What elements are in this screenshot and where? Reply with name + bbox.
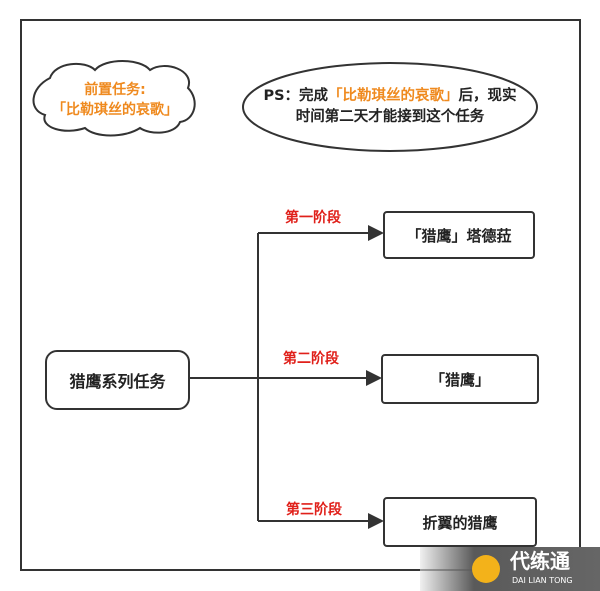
note-line2: 时间第二天才能接到这个任务 — [295, 109, 485, 125]
prereq-line2: 「比勒琪丝的哀歌」 — [52, 102, 178, 118]
stage-label-1: 第一阶段 — [285, 210, 341, 226]
watermark-sub: DAI LIAN TONG — [512, 576, 573, 585]
watermark: 代练通 DAI LIAN TONG — [420, 547, 600, 591]
prereq-line1: 前置任务: — [84, 82, 146, 98]
note-highlight: 「比勒琪丝的哀歌」 — [328, 88, 459, 104]
task-node-1: 「猎鹰」塔德菈 — [383, 211, 535, 259]
task-node-3: 折翼的猎鹰 — [383, 497, 537, 547]
note-suffix: 后，现实 — [458, 88, 517, 104]
task-node-2: 「猎鹰」 — [381, 354, 539, 404]
note-text: PS：完成「比勒琪丝的哀歌」后，现实 时间第二天才能接到这个任务 — [245, 86, 535, 128]
watermark-name: 代练通 — [510, 549, 570, 573]
note-ellipse — [242, 62, 538, 152]
stage-label-3: 第三阶段 — [286, 502, 342, 518]
note-prefix: PS：完成 — [263, 88, 329, 104]
prereq-text: 前置任务: 「比勒琪丝的哀歌」 — [40, 80, 190, 120]
stage-label-2: 第二阶段 — [283, 351, 339, 367]
prereq-cloud — [32, 60, 196, 137]
watermark-logo-icon — [472, 555, 500, 583]
root-node: 猎鹰系列任务 — [45, 350, 190, 410]
outer-frame — [20, 19, 581, 571]
